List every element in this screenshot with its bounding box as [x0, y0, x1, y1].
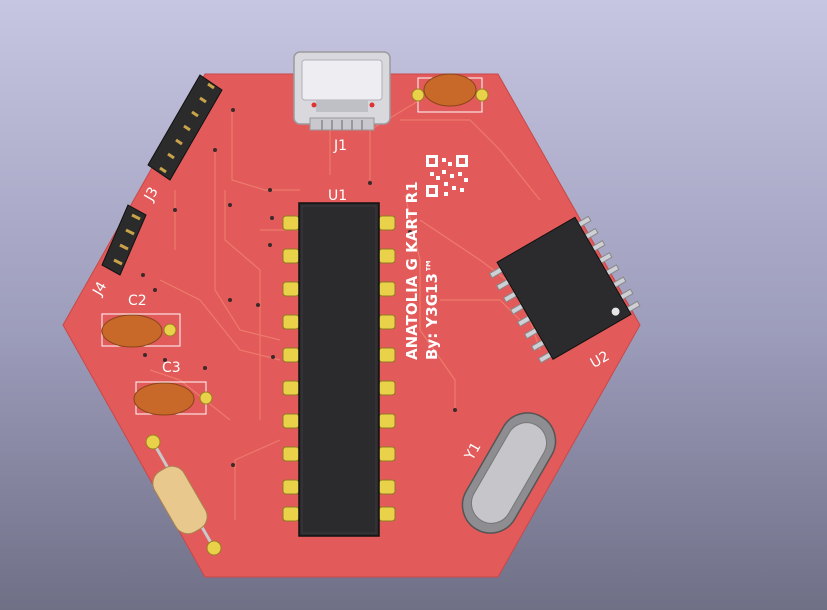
u1-left-pins [282, 215, 300, 522]
board-title: ANATOLIA G KART R1 [403, 181, 421, 360]
board-author: By: Y3G13™ [423, 258, 441, 360]
j3-label: J3 [141, 185, 162, 205]
qr-code-icon [426, 155, 468, 197]
c3-capacitor [133, 381, 213, 416]
j1-label: J1 [333, 138, 347, 154]
u2-soic-ic [488, 215, 641, 364]
c2-label: C2 [128, 293, 147, 309]
y1-label: Y1 [461, 440, 484, 464]
u1-label: U1 [328, 188, 347, 204]
j3-pin-header [147, 74, 223, 181]
u1-right-pins [378, 215, 396, 522]
vias [141, 108, 457, 467]
j4-pin-header [101, 204, 147, 276]
y1-crystal [461, 412, 557, 534]
top-capacitor [411, 73, 489, 113]
j1-usb-connector [293, 51, 391, 131]
u1-dip-ic [282, 202, 396, 537]
resistor [145, 434, 222, 556]
c3-label: C3 [162, 360, 181, 376]
c2-capacitor [101, 313, 181, 348]
